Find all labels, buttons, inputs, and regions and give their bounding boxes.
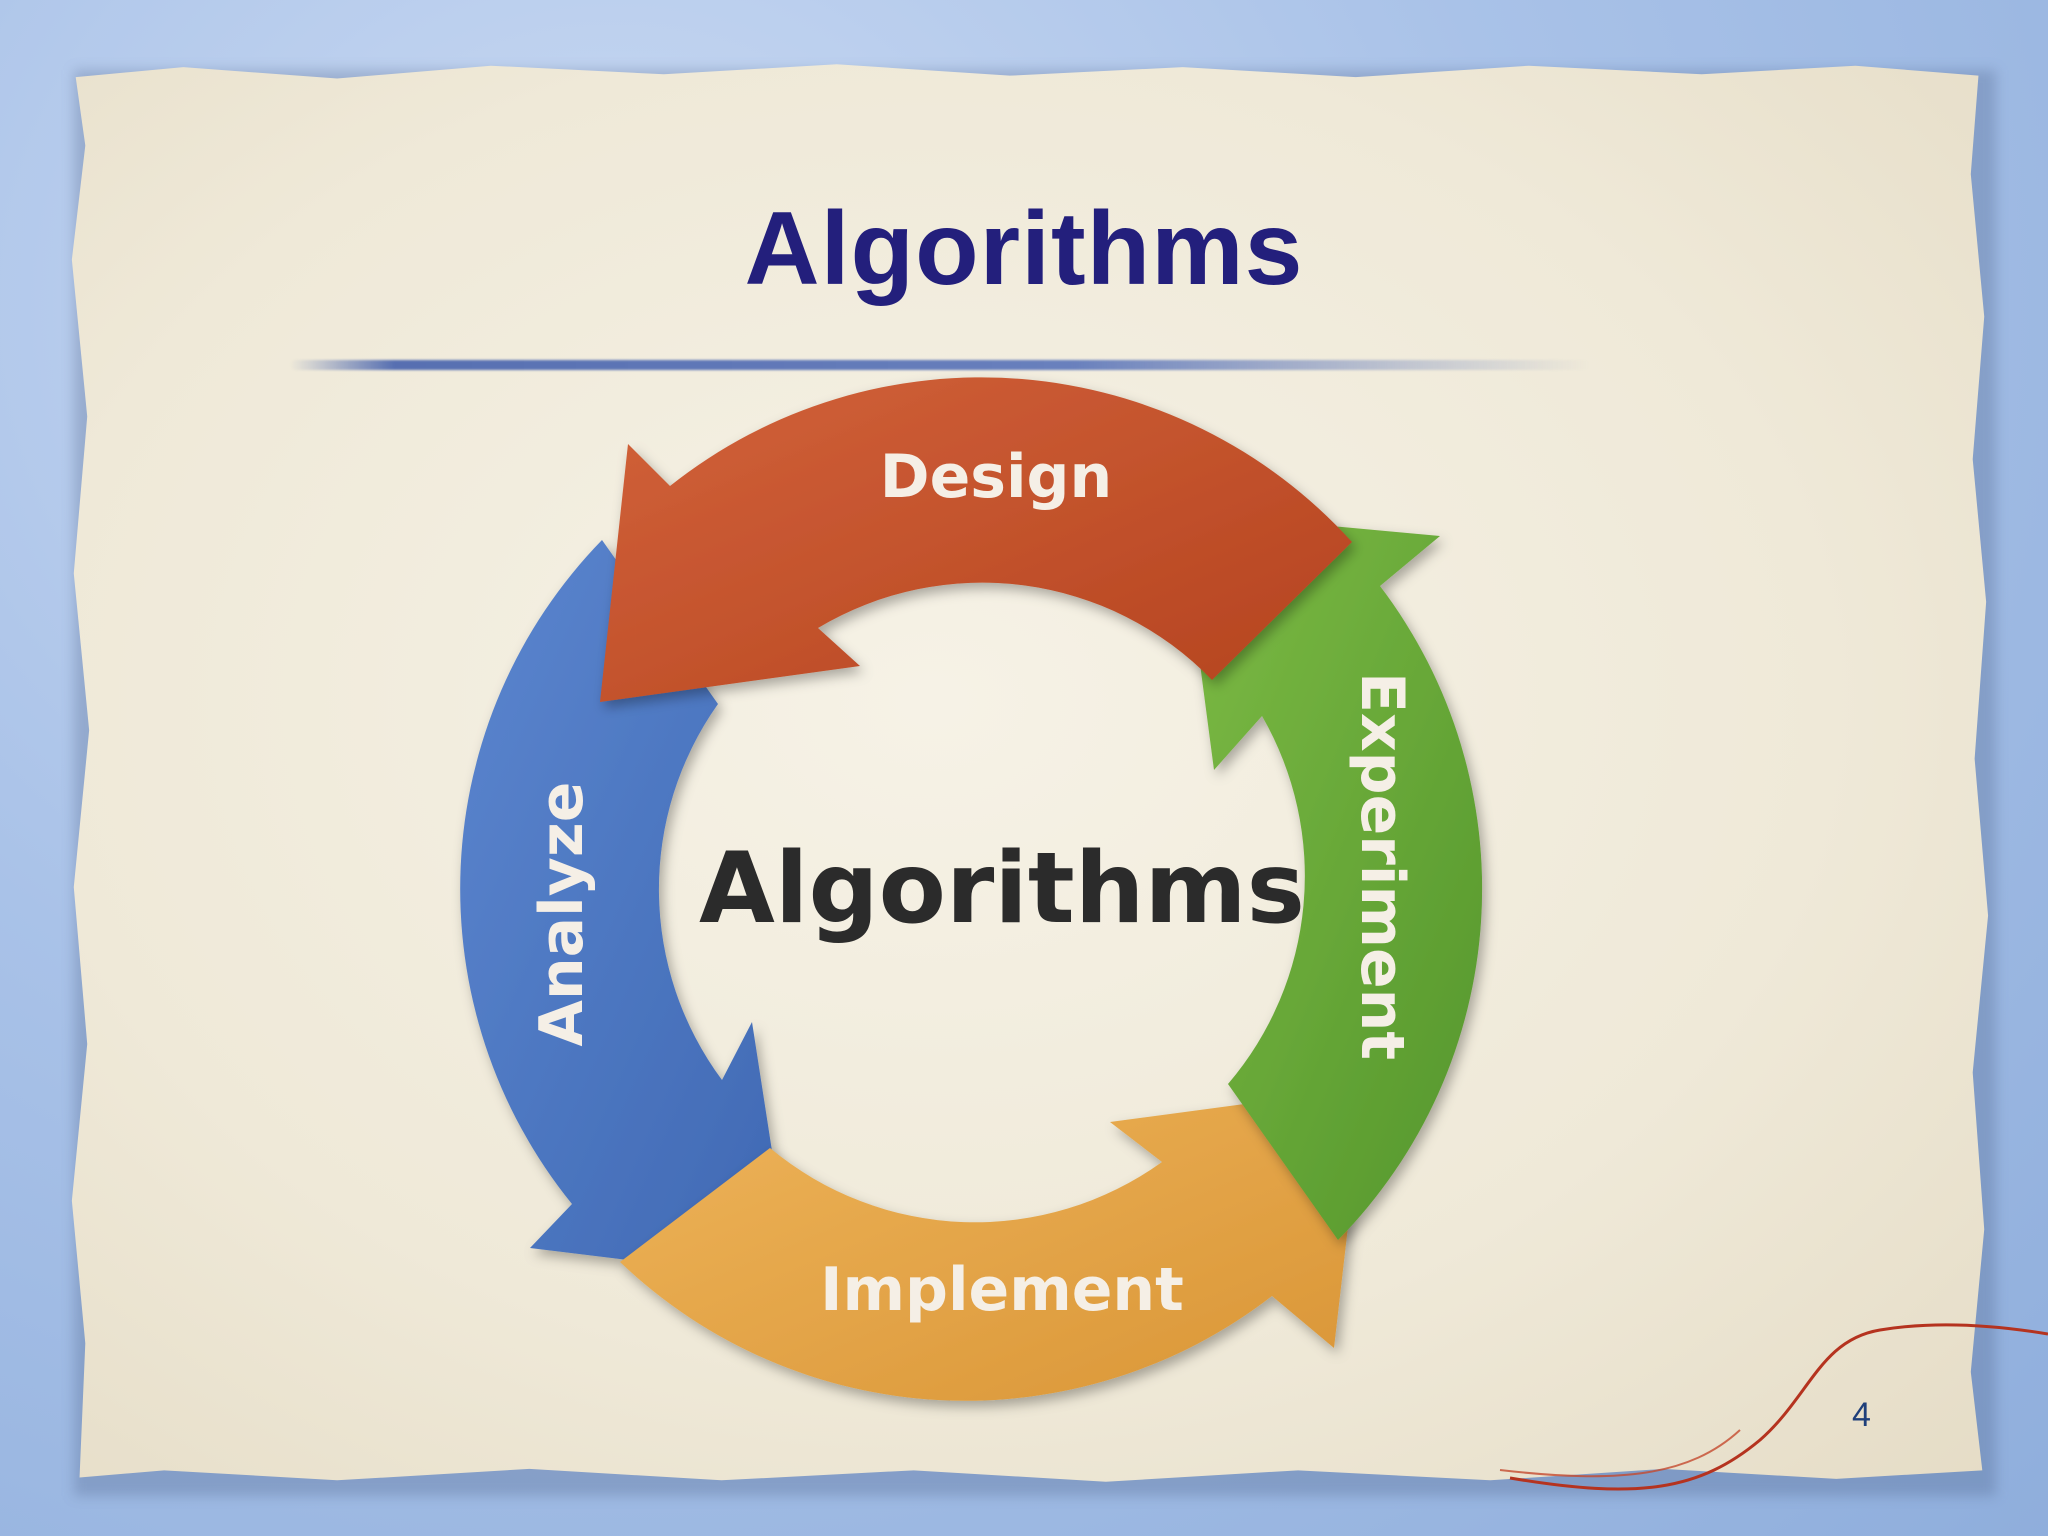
design-label: Design <box>880 442 1112 512</box>
design-arrow <box>600 377 1352 702</box>
analyze-arrow <box>460 540 792 1280</box>
page-number: 4 <box>1852 1396 1871 1434</box>
implement-label: Implement <box>820 1255 1184 1325</box>
title-underline <box>290 360 1590 370</box>
experiment-arrow <box>1180 512 1483 1240</box>
analyze-label: Analyze <box>527 782 597 1047</box>
implement-arrow <box>620 1088 1364 1401</box>
center-label: Algorithms <box>699 832 1305 946</box>
slide-title: Algorithms <box>744 191 1304 307</box>
experiment-label: Experiment <box>1347 672 1417 1060</box>
